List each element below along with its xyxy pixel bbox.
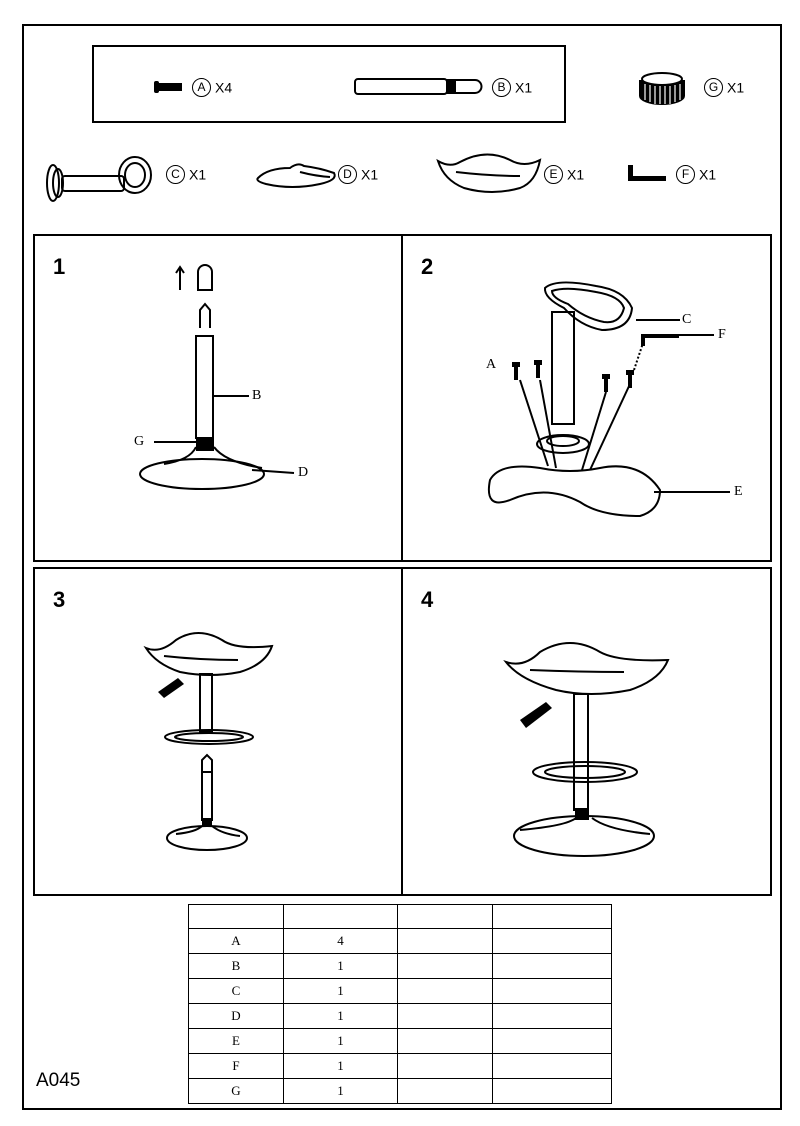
- table-cell-qty: 1: [283, 1078, 398, 1104]
- seat-e-icon: [436, 153, 542, 193]
- step-2-drawing: [488, 281, 730, 518]
- table-cell: [492, 928, 612, 954]
- table-row: E 1: [188, 1028, 612, 1054]
- base-d-icon: [256, 163, 336, 188]
- step-3-fills: [158, 678, 212, 826]
- cap-g-icon: [639, 72, 685, 105]
- table-header-row: [188, 904, 612, 929]
- table-row: B 1: [188, 953, 612, 979]
- qty-c: X1: [189, 166, 207, 183]
- table-header-cell: [492, 904, 612, 929]
- lever-c-icon: [46, 156, 152, 202]
- table-row: C 1: [188, 978, 612, 1004]
- hex-key-f-icon: [628, 165, 666, 181]
- step-1-callout-b: B: [252, 388, 262, 403]
- step-3-number: 3: [53, 587, 66, 612]
- table-cell-qty: 1: [283, 1003, 398, 1029]
- table-row: A 4: [188, 928, 612, 954]
- page-frame: [22, 24, 782, 1110]
- table-cell-part: F: [188, 1053, 284, 1079]
- step-3-panel: 3: [33, 567, 403, 896]
- table-cell: [397, 928, 493, 954]
- table-header-cell: [188, 904, 284, 929]
- step-2-number: 2: [421, 254, 434, 279]
- step-1-number: 1: [53, 254, 66, 279]
- step-4-panel: 4: [401, 567, 772, 896]
- step-2-panel: 2: [401, 234, 772, 562]
- table-cell: [492, 1078, 612, 1104]
- table-header-cell: [283, 904, 398, 929]
- qty-d: X1: [361, 166, 379, 183]
- callout-g-marker: G: [704, 78, 723, 97]
- step-2-callout-f: F: [718, 327, 726, 342]
- step-2-callout-e: E: [734, 484, 743, 499]
- table-row: G 1: [188, 1078, 612, 1104]
- step-2-callout-c: C: [682, 312, 692, 327]
- table-cell-part: G: [188, 1078, 284, 1104]
- qty-f: X1: [699, 166, 717, 183]
- callout-a-marker: A: [192, 78, 211, 97]
- parts-table: A 4 B 1 C 1 D 1 E 1 F 1 G 1: [188, 904, 612, 1104]
- table-cell: [492, 1053, 612, 1079]
- step-2-callout-a: A: [486, 357, 497, 372]
- qty-a: X4: [215, 79, 233, 96]
- table-cell: [492, 978, 612, 1004]
- step-1-panel: 1: [33, 234, 403, 562]
- callout-b-marker: B: [492, 78, 511, 97]
- table-cell-part: A: [188, 928, 284, 954]
- callout-e-marker: E: [544, 165, 563, 184]
- screw-a-icon: [154, 81, 182, 93]
- step-4-number: 4: [421, 587, 434, 612]
- table-cell-qty: 4: [283, 928, 398, 954]
- step-2-hardware: [512, 334, 679, 392]
- table-cell-part: E: [188, 1028, 284, 1054]
- qty-g: X1: [727, 79, 745, 96]
- qty-b: X1: [515, 79, 533, 96]
- table-cell-part: B: [188, 953, 284, 979]
- table-cell-qty: 1: [283, 1028, 398, 1054]
- table-cell: [397, 953, 493, 979]
- step-3-drawing: [143, 632, 274, 851]
- table-cell: [397, 1078, 493, 1104]
- table-cell-qty: 1: [283, 1053, 398, 1079]
- table-cell-qty: 1: [283, 978, 398, 1004]
- table-cell: [397, 1053, 493, 1079]
- table-cell: [397, 978, 493, 1004]
- callout-f-marker: F: [676, 165, 695, 184]
- table-cell: [397, 1003, 493, 1029]
- table-cell: [492, 953, 612, 979]
- callout-d-marker: D: [338, 165, 357, 184]
- hardware-box-top: [92, 45, 566, 123]
- step-1-callout-d: D: [298, 465, 309, 480]
- table-cell-part: C: [188, 978, 284, 1004]
- table-cell: [492, 1028, 612, 1054]
- qty-e: X1: [567, 166, 585, 183]
- callout-c-marker: C: [166, 165, 185, 184]
- table-cell-part: D: [188, 1003, 284, 1029]
- table-cell: [492, 1003, 612, 1029]
- tube-b-icon: [354, 78, 483, 95]
- table-row: F 1: [188, 1053, 612, 1079]
- step-1-callout-g: G: [134, 434, 145, 449]
- table-cell: [397, 1028, 493, 1054]
- table-header-cell: [397, 904, 493, 929]
- table-row: D 1: [188, 1003, 612, 1029]
- table-cell-qty: 1: [283, 953, 398, 979]
- step-4-fills: [520, 702, 589, 820]
- model-number: A045: [36, 1070, 81, 1091]
- step-1-drawing: [139, 264, 295, 490]
